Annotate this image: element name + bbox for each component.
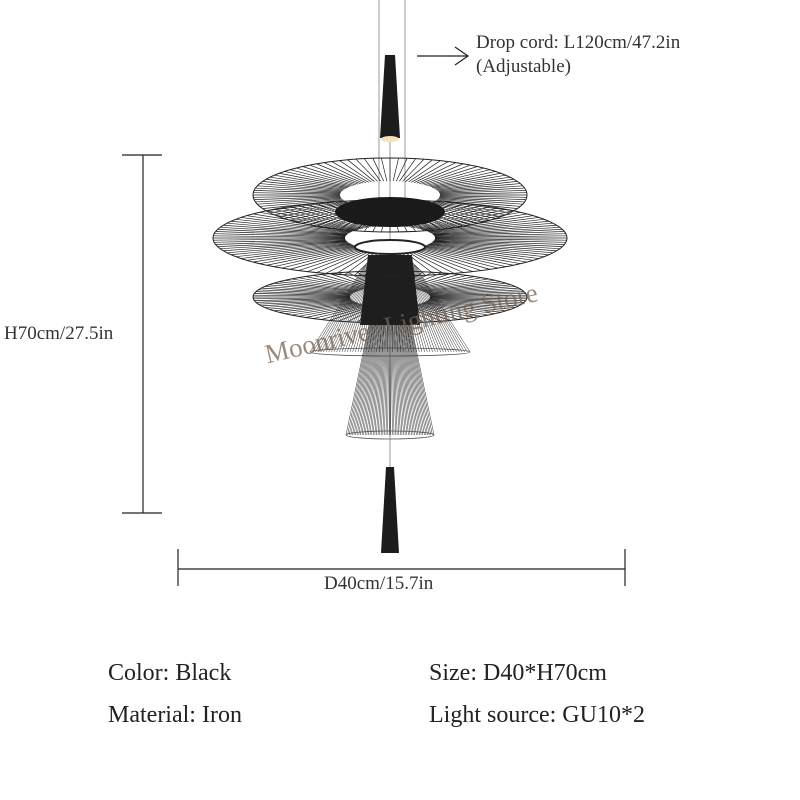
- spec-material: Material: Iron: [108, 702, 242, 728]
- wire-shades: [212, 157, 568, 440]
- bottom-cone-wires: [345, 319, 435, 436]
- top-pendant: [380, 55, 400, 138]
- drop-cord-note: (Adjustable): [476, 56, 571, 77]
- inner-shade: [360, 255, 420, 325]
- spec-light-source: Light source: GU10*2: [429, 702, 645, 728]
- bottom-pendant: [381, 467, 399, 553]
- center-hub: [335, 197, 445, 227]
- drop-cord-label: Drop cord: L120cm/47.2in: [476, 32, 681, 53]
- spec-size: Size: D40*H70cm: [429, 660, 607, 686]
- dimension-lines: [122, 46, 626, 586]
- middle-cone-rim: [309, 347, 471, 357]
- light-ring: [354, 239, 426, 255]
- height-label: H70cm/27.5in: [4, 323, 114, 344]
- diameter-label: D40cm/15.7in: [324, 573, 434, 594]
- bottom-cone-rim: [345, 430, 435, 440]
- spec-color: Color: Black: [108, 660, 232, 686]
- top-pendant-light: [381, 136, 399, 142]
